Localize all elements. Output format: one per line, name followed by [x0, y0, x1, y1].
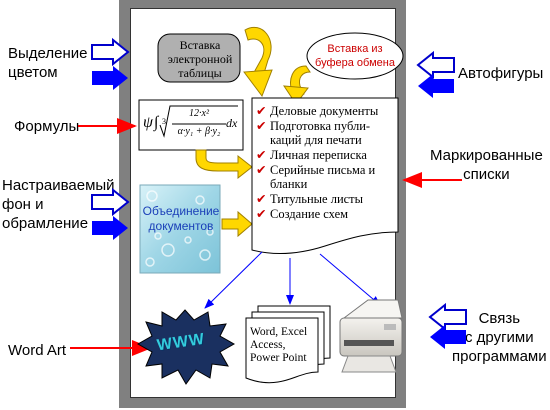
list-item-text: Серийные письма и бланки — [270, 163, 376, 191]
label-formulas: Формулы — [14, 118, 80, 135]
list-item: ✔Создание схем — [256, 207, 398, 221]
formula-root-index: 3 — [162, 117, 166, 126]
check-mark-icon: ✔ — [256, 104, 267, 118]
clipboard-ellipse — [306, 32, 404, 80]
check-mark-icon: ✔ — [256, 148, 267, 162]
check-mark-icon: ✔ — [256, 119, 267, 133]
arrow-highlight-outline — [91, 37, 130, 67]
list-item-text: Личная переписка — [270, 148, 367, 162]
label-bullets: Маркированные списки — [430, 147, 543, 183]
arrow-autoshapes-outline — [416, 50, 455, 80]
blue-arrow-wordart — [204, 251, 263, 309]
bullet-list-shape — [251, 97, 399, 254]
list-item: ✔Серийные письма и бланки — [256, 163, 398, 191]
check-mark-icon: ✔ — [256, 207, 267, 221]
arrow-background-outline — [91, 187, 130, 217]
integral-icon: ∫ — [154, 114, 159, 131]
merge-box — [139, 184, 221, 274]
curved-arrow-formula — [195, 149, 253, 180]
list-item-text: Подготовка публи- каций для печати — [270, 119, 371, 147]
list-item: ✔Титульные листы — [256, 192, 398, 206]
stacked-documents — [245, 305, 331, 384]
curved-arrow-spreadsheet — [243, 26, 273, 98]
curved-arrow-clipboard — [283, 65, 311, 105]
list-item: ✔Личная переписка — [256, 148, 398, 162]
label-background: Настраиваемый фон и обрамление — [2, 177, 115, 232]
check-mark-icon: ✔ — [256, 192, 267, 206]
formula-box — [138, 99, 244, 151]
radical-sign — [159, 105, 238, 138]
list-item-text: Создание схем — [270, 207, 349, 221]
printer-icon — [339, 299, 403, 373]
label-wordart: Word Art — [8, 342, 67, 359]
arrow-link-filled — [430, 325, 466, 349]
list-item-text: Деловые документы — [270, 104, 379, 118]
list-item: ✔Деловые документы — [256, 104, 398, 118]
label-highlight: Выделение цветом — [8, 45, 88, 81]
spreadsheet-box — [157, 33, 241, 83]
list-item: ✔Подготовка публи- каций для печати — [256, 119, 398, 147]
arrow-merge-to-list — [221, 210, 253, 238]
formula-psi: ψ — [143, 114, 153, 131]
bubble-texture — [145, 190, 214, 267]
arrow-highlight-filled — [92, 66, 128, 90]
label-link: Связь с другими программами — [452, 310, 547, 365]
spreadsheet-label: Вставка электронной таблицы — [167, 38, 233, 80]
clipboard-label: Вставка из буфера обмена — [315, 43, 395, 69]
bullet-list: ✔Деловые документы ✔Подготовка публи- ка… — [256, 104, 398, 221]
check-mark-icon: ✔ — [256, 163, 267, 177]
wordart-starburst — [136, 309, 236, 385]
formula-denominator: α·y₁ + β·y₂ — [177, 126, 221, 137]
label-autoshapes: Автофигуры — [458, 65, 544, 82]
arrow-link-outline — [428, 302, 467, 332]
arrow-autoshapes-filled — [418, 74, 454, 98]
blue-arrow-printer — [319, 253, 381, 306]
merge-label: Объединение документов — [142, 204, 220, 233]
arrow-background-filled — [92, 216, 128, 240]
programs-label: Word, Excel Access, Power Point — [250, 326, 308, 364]
list-item-text: Титульные листы — [270, 192, 364, 206]
formula-numerator: 12·x² — [189, 108, 209, 119]
formula-dx: dx — [226, 116, 238, 130]
